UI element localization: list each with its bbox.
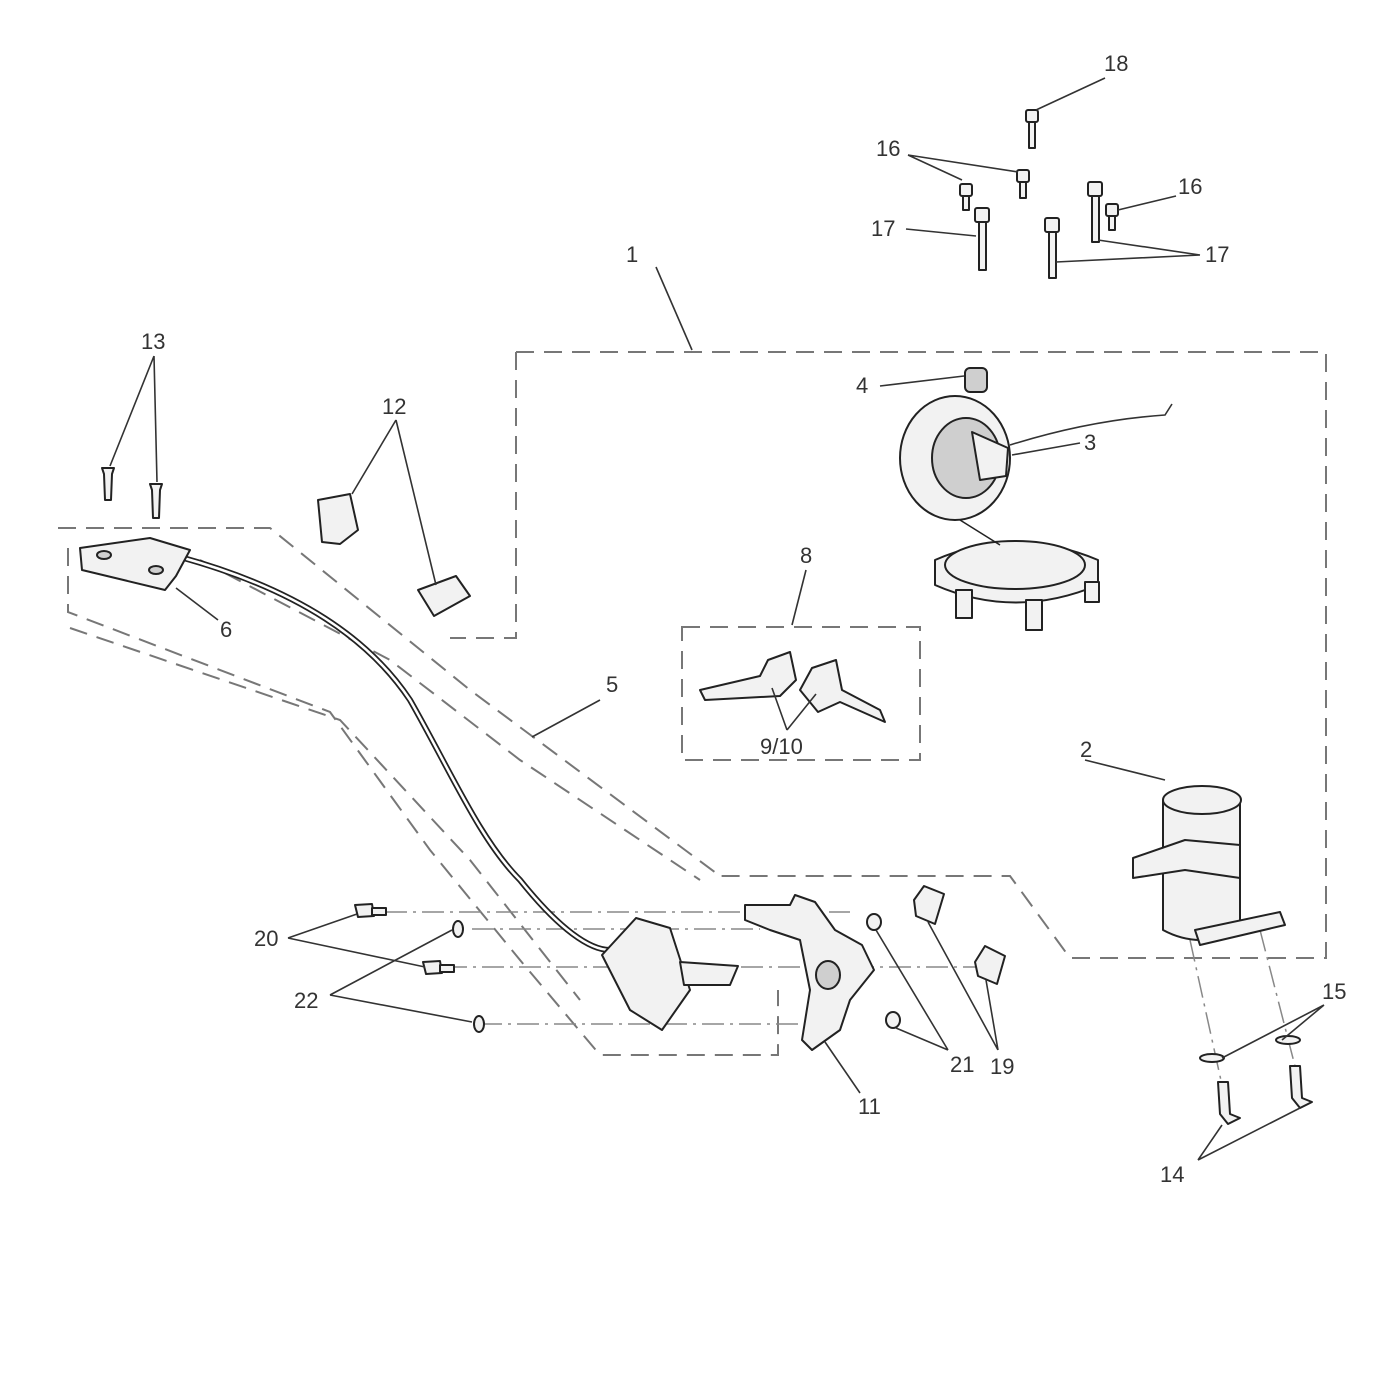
- bolts-14-rings-15: [1199, 1035, 1313, 1125]
- callout-22: 22: [294, 988, 318, 1013]
- bracket-11: [744, 894, 875, 1051]
- callout-17-right: 17: [1205, 242, 1229, 267]
- clips-19: [913, 885, 1006, 985]
- fasteners-20-21-22: [354, 903, 901, 1033]
- callout-19: 19: [990, 1054, 1014, 1079]
- release-cable: [179, 554, 611, 953]
- callout-5: 5: [606, 672, 618, 697]
- callout-6: 6: [220, 617, 232, 642]
- callout-9-10: 9/10: [760, 734, 803, 759]
- screws-13: [101, 467, 163, 519]
- latch-body: [601, 917, 739, 1031]
- callout-21: 21: [950, 1052, 974, 1077]
- cable-ghost-outline: [58, 527, 779, 1056]
- callout-18: 18: [1104, 51, 1128, 76]
- callout-12: 12: [382, 394, 406, 419]
- assembly-outline-8: [681, 626, 921, 761]
- leader-lines: [109, 77, 1325, 1161]
- callout-20: 20: [254, 926, 278, 951]
- callout-16-right: 16: [1178, 174, 1202, 199]
- callout-11: 11: [858, 1094, 881, 1119]
- callout-1: 1: [626, 242, 638, 267]
- lock-barrel: [1132, 785, 1286, 946]
- callout-15: 15: [1322, 979, 1346, 1004]
- callout-13: 13: [141, 329, 165, 354]
- assembly-outline-1: [450, 351, 1327, 959]
- callout-8: 8: [800, 543, 812, 568]
- callout-labels: 1 2 3 4 5 6 8 9/10 11 12 13 14 15 16 16 …: [141, 51, 1346, 1187]
- callout-2: 2: [1080, 737, 1092, 762]
- callout-4: 4: [856, 373, 868, 398]
- fuel-cap-assembly: [899, 395, 1100, 631]
- plug-part-4: [964, 367, 988, 393]
- callout-16-left: 16: [876, 136, 900, 161]
- clips-12: [317, 493, 471, 617]
- callout-17-left: 17: [871, 216, 895, 241]
- callout-14: 14: [1160, 1162, 1184, 1187]
- keys: [699, 651, 886, 723]
- callout-3: 3: [1084, 430, 1096, 455]
- fasteners-16-17-18: [959, 109, 1119, 279]
- cable-end-block: [79, 537, 191, 591]
